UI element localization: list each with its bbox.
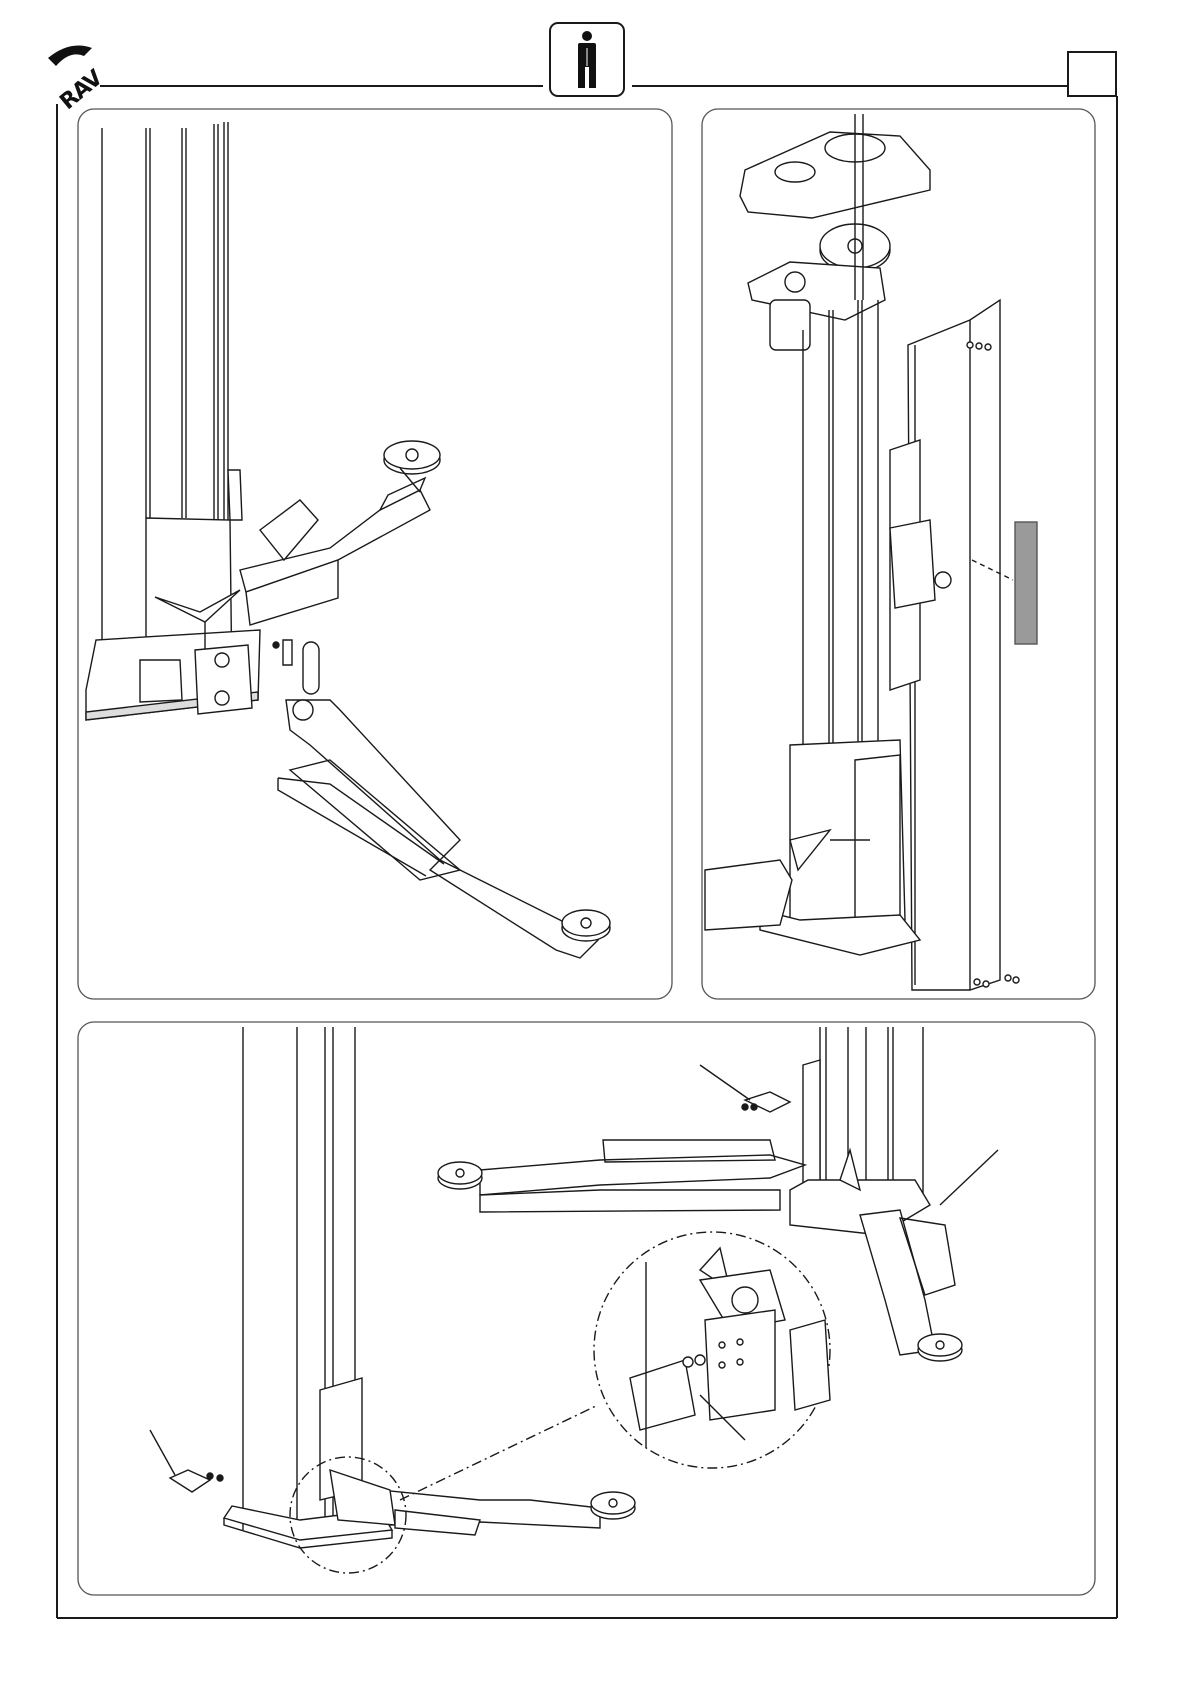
figure-arm-mounting <box>86 122 610 958</box>
brand-logo-mark <box>48 46 92 66</box>
person-standing-icon <box>550 23 624 96</box>
figure-column-cover <box>705 114 1037 990</box>
figure-arm-lock <box>150 1027 998 1573</box>
page-number <box>1066 51 1114 97</box>
